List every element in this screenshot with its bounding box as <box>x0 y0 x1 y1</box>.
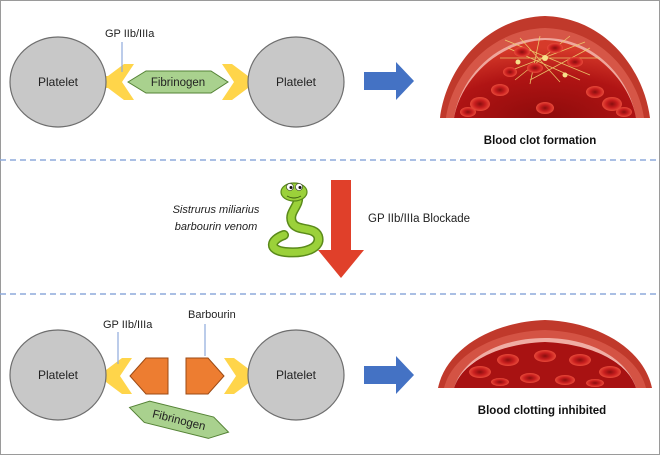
middle-panel: Sistrurus miliarius barbourin venom GP I… <box>173 180 470 278</box>
bottom-panel: Platelet Platelet GP IIb/IIIa Barbourin … <box>9 309 652 439</box>
platelet-shape <box>9 329 107 421</box>
barbourin-shape <box>129 357 169 395</box>
gp-receptor-shape <box>224 358 263 394</box>
fibrinogen-shape <box>128 400 230 439</box>
platelet-shape <box>247 36 345 128</box>
platelet-label: Platelet <box>276 368 317 382</box>
platelet-shape <box>9 36 107 128</box>
top-panel: Platelet Platelet Fibrinogen GP IIb/IIIa <box>9 16 650 147</box>
blood-clot-image <box>440 16 650 118</box>
venom-name-line2: barbourin venom <box>175 221 258 233</box>
platelet-label: Platelet <box>276 75 317 89</box>
barbourin-shape <box>185 357 225 395</box>
gp-receptor-shape <box>93 64 134 100</box>
right-arrow <box>364 356 414 394</box>
snake-icon <box>268 182 324 258</box>
fibrinogen-label: Fibrinogen <box>151 77 205 89</box>
receptor-label: GP IIb/IIIa <box>103 319 153 331</box>
outcome-label: Blood clot formation <box>484 135 596 147</box>
platelet-label: Platelet <box>38 368 79 382</box>
gp-receptor-shape <box>222 64 263 100</box>
barbourin-label: Barbourin <box>188 309 236 321</box>
outcome-label: Blood clotting inhibited <box>478 405 606 417</box>
venom-name-line1: Sistrurus miliarius <box>173 204 260 216</box>
open-vessel-image <box>438 320 652 388</box>
platelet-shape <box>247 329 345 421</box>
receptor-label: GP IIb/IIIa <box>105 28 155 40</box>
blockade-label: GP IIb/IIIa Blockade <box>368 213 470 225</box>
right-arrow <box>364 62 414 100</box>
platelet-label: Platelet <box>38 75 79 89</box>
fibrinogen-shape <box>127 70 229 94</box>
gp-receptor-shape <box>93 358 132 394</box>
down-arrow <box>318 180 364 278</box>
